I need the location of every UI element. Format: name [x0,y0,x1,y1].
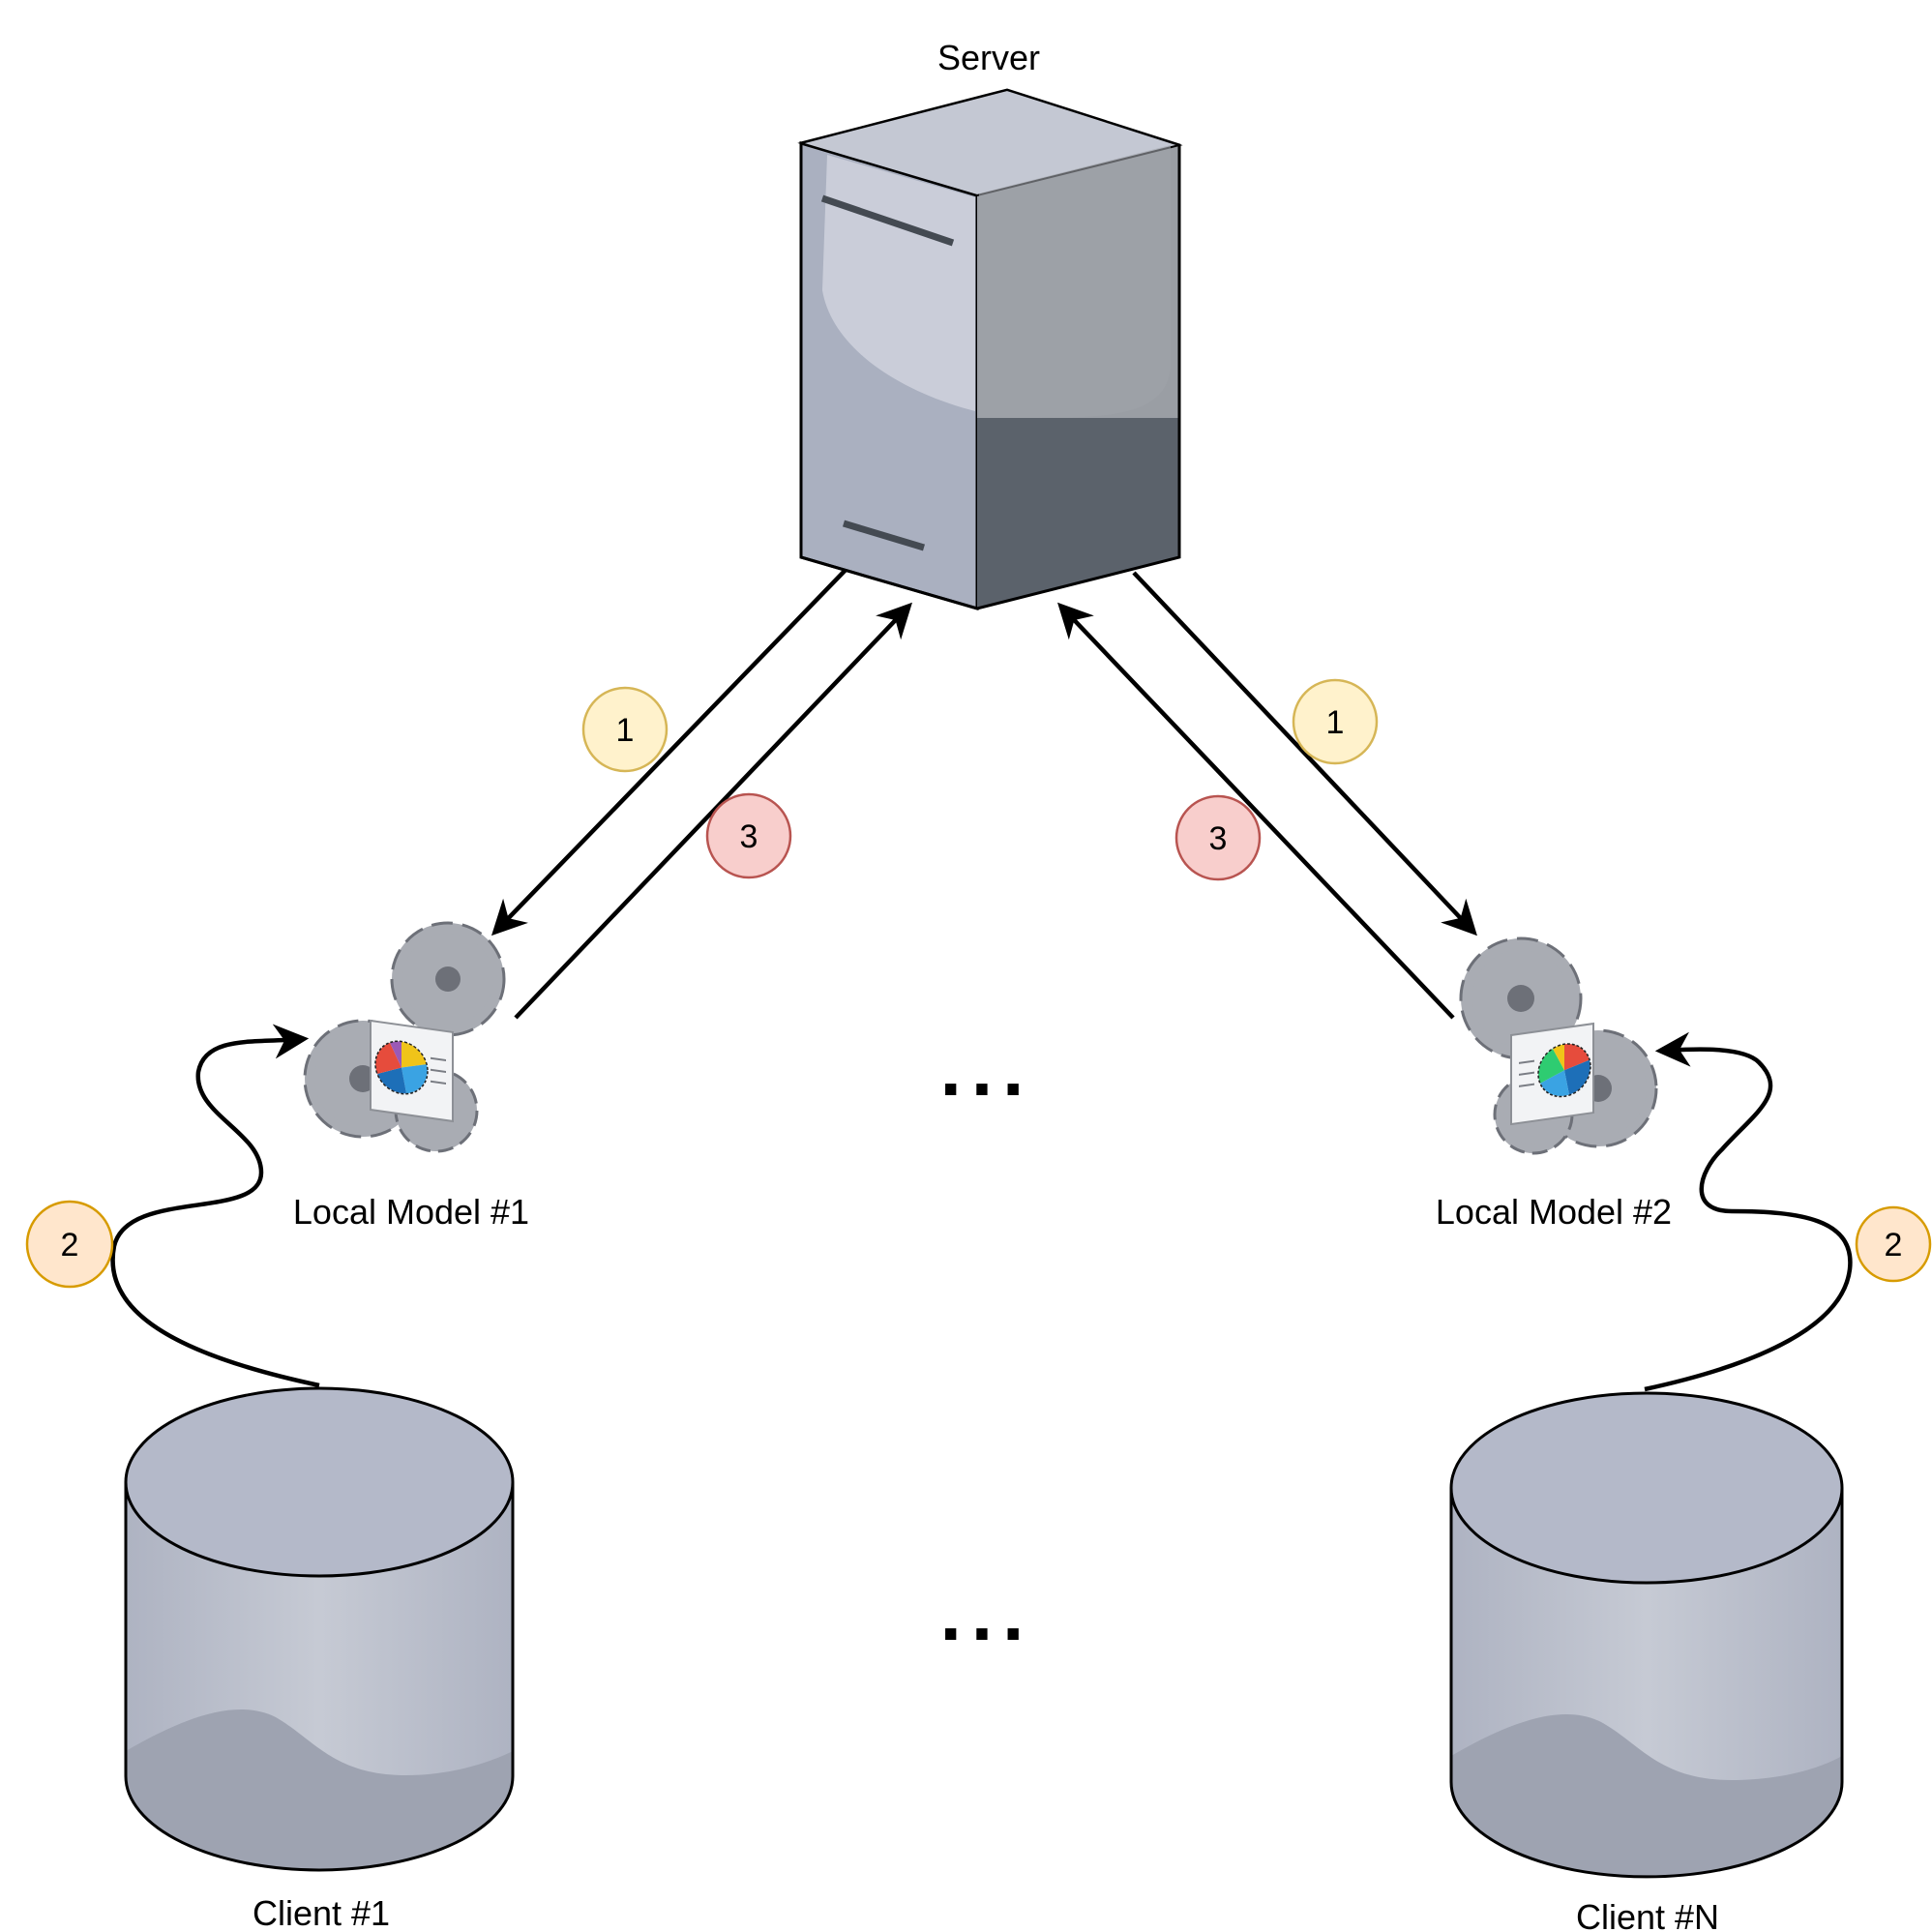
cylinder-top [124,1386,515,1578]
client-1-node: Client #1 [124,1386,515,1932]
step-2-badge-text: 2 [1885,1227,1903,1263]
edges [110,566,1853,1392]
step-2-badge-left: 2 [25,1200,114,1289]
step-1-badge-right: 1 [1292,678,1379,765]
step-2-badge-right: 2 [1855,1205,1932,1283]
database-cylinder-icon [124,1386,515,1872]
step-3-badge-text: 3 [740,818,758,855]
step-3-badge-right: 3 [1174,794,1262,881]
step-1-badge-text: 1 [616,712,635,749]
database-cylinder-icon [1449,1391,1844,1879]
step-1-badge-left: 1 [581,686,669,773]
client-n-label: Client #N [1576,1897,1719,1932]
cylinder-outline [1449,1488,1844,1879]
edge-client-1-to-local-model-1 [110,1024,320,1388]
step-1-badge-circle [581,686,669,773]
gears-with-pie-chart-icon [303,921,506,1153]
edge-local-model-1-to-server [514,602,912,1020]
step-2-badge-text: 2 [61,1227,79,1263]
local-model-2-label: Local Model #2 [1436,1192,1672,1232]
step-2-badge-circle [1855,1205,1932,1283]
cylinder-top [1449,1391,1844,1585]
server-front-highlight [822,155,975,411]
server-side-highlight [979,145,1171,418]
edge-server-to-local-model-1 [490,566,849,936]
step-1-badge-text: 1 [1326,704,1345,741]
server-top-face [797,88,1183,197]
server-power-slot [842,520,926,551]
step-1-badge-circle [1292,678,1379,765]
cylinder-outline [124,1482,515,1872]
pie-chart-card-icon [1510,1022,1594,1126]
local-model-1-label: Local Model #1 [293,1192,529,1232]
edge-server-to-local-model-2 [1132,571,1477,936]
gears-with-pie-chart-icon [1459,936,1658,1155]
pie-chart-card-icon [370,1019,454,1123]
step-3-badge-circle [1174,794,1262,881]
client-1-label: Client #1 [253,1893,390,1932]
local-model-1-node: Local Model #1 [293,921,529,1232]
client-n-node: Client #N [1449,1391,1844,1932]
edge-local-model-2-to-server [1057,602,1455,1020]
server-tower-icon [797,88,1183,610]
models-ellipsis: ... [940,1025,1034,1112]
server-label: Server [937,38,1040,77]
gear-large-icon [1459,936,1583,1060]
server-drive-slot [820,194,955,247]
server-node: Server [797,38,1183,610]
gear-large-icon [390,921,506,1037]
cylinder-bottom-shade [126,1709,513,1870]
clients-ellipsis: ... [940,1570,1034,1656]
local-model-2-node: Local Model #2 [1436,936,1672,1232]
step-3-badge-circle [705,792,792,879]
step-2-badge-circle [25,1200,114,1289]
server-side-face-lower [977,418,1179,609]
cylinder-bottom-shade [1451,1714,1842,1877]
step-3-badge-left: 3 [705,792,792,879]
step-3-badge-text: 3 [1209,820,1228,857]
edge-client-n-to-local-model-2 [1644,1031,1853,1392]
